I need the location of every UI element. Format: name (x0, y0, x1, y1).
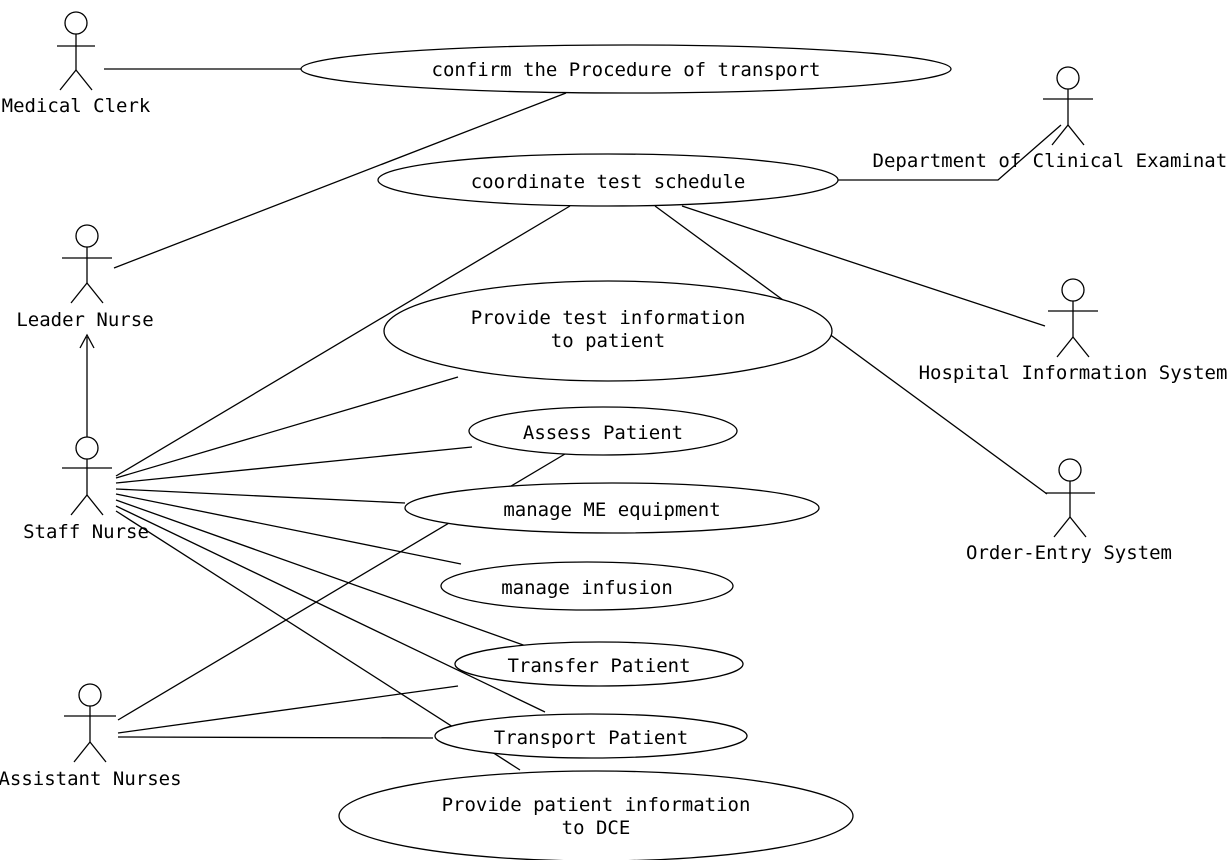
association-staff-schedule (115, 205, 571, 477)
use-case-label: Assess Patient (523, 422, 683, 444)
use-case-assess-patient[interactable]: Assess Patient (468, 406, 738, 456)
use-case-provide-test-information[interactable]: Provide test information to patient (383, 280, 833, 382)
actor-label: Assistant Nurses (0, 768, 182, 790)
use-case-label-line2: to DCE (562, 817, 631, 839)
use-case-manage-me-equipment[interactable]: manage ME equipment (404, 482, 820, 534)
actor-label: Department of Clinical Examination (873, 150, 1227, 172)
stick-figure-icon (1043, 66, 1093, 146)
use-case-label: Transfer Patient (507, 655, 690, 677)
use-case-label: confirm the Procedure of transport (432, 59, 821, 81)
generalization-arrowhead (79, 333, 95, 349)
actor-medical-clerk[interactable]: Medical Clerk (2, 11, 151, 117)
use-case-provide-patient-information[interactable]: Provide patient information to DCE (338, 770, 854, 862)
use-case-label-line1: Provide test information (471, 307, 746, 329)
actor-label: Leader Nurse (16, 309, 153, 331)
stick-figure-icon (57, 11, 95, 91)
use-case-confirm-procedure[interactable]: confirm the Procedure of transport (300, 44, 952, 94)
actor-leader-nurse[interactable]: Leader Nurse (16, 224, 154, 331)
actor-assistant-nurses[interactable]: Assistant Nurses (0, 683, 182, 790)
stick-figure-icon (1048, 278, 1098, 358)
association-staff-me (115, 488, 406, 504)
actor-order-entry-system[interactable]: Order-Entry System (966, 458, 1172, 564)
association-schedule-oes (654, 205, 1048, 495)
actor-label: Staff Nurse (23, 521, 149, 543)
use-case-transfer-patient[interactable]: Transfer Patient (454, 641, 744, 687)
use-case-coordinate-schedule[interactable]: coordinate test schedule (377, 153, 839, 207)
association-staff-transport (115, 505, 546, 713)
actor-label: Hospital Information System (919, 362, 1227, 384)
actor-department-of-clinical-examination[interactable]: Department of Clinical Examination (873, 66, 1227, 172)
association-assistant-transport (117, 736, 434, 739)
association-staff-infusion (115, 493, 462, 565)
use-case-label-line1: Provide patient information (442, 794, 751, 816)
association-schedule-dce (838, 124, 1062, 181)
association-leader-confirm (113, 92, 567, 269)
association-assistant-transfer (117, 685, 459, 734)
stick-figure-icon (1045, 458, 1095, 538)
association-schedule-his (681, 205, 1046, 327)
association-staff-transfer (115, 499, 527, 647)
stick-figure-icon (62, 224, 112, 304)
association-staff-testinfo (115, 376, 459, 479)
use-case-label: manage ME equipment (503, 499, 720, 521)
use-case-manage-infusion[interactable]: manage infusion (440, 561, 734, 611)
actor-label: Order-Entry System (966, 542, 1172, 564)
actor-label: Medical Clerk (2, 95, 151, 117)
use-case-label: manage infusion (501, 577, 673, 599)
use-case-label: coordinate test schedule (471, 171, 746, 193)
actor-hospital-information-system[interactable]: Hospital Information System (919, 278, 1227, 384)
stick-figure-icon (62, 436, 112, 516)
actor-staff-nurse[interactable]: Staff Nurse (23, 436, 149, 543)
stick-figure-icon (64, 683, 116, 763)
use-case-label-line2: to patient (551, 330, 665, 352)
association-staff-assess (115, 446, 473, 484)
use-case-label: Transport Patient (494, 727, 688, 749)
use-case-transport-patient[interactable]: Transport Patient (434, 713, 748, 759)
